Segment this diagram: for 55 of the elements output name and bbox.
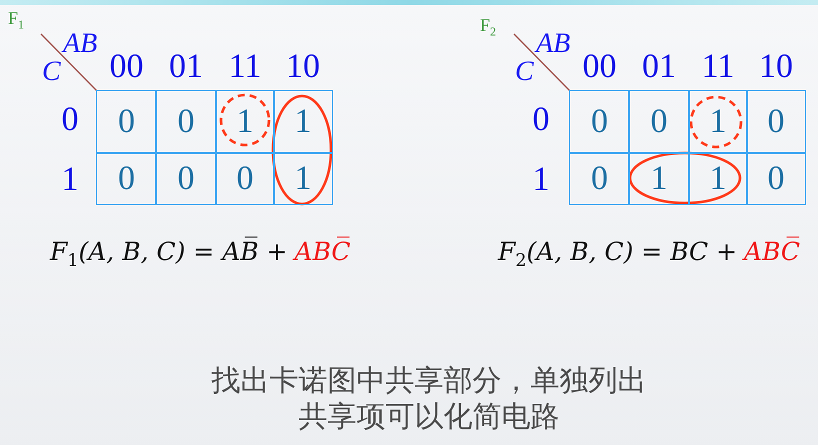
variable-label: C: [42, 58, 61, 86]
row-header: 1: [532, 163, 550, 197]
column-header: 10: [285, 50, 321, 84]
column-header: 11: [228, 50, 262, 84]
kmap-cell: [746, 152, 806, 205]
cell-value: 1: [650, 162, 668, 196]
cell-value: 0: [178, 105, 194, 139]
kmap-cell: [628, 90, 690, 154]
kmap-cell: [569, 90, 630, 154]
variable-label: AB: [63, 30, 98, 58]
row-header: 0: [60, 103, 80, 137]
variable-label: AB: [536, 30, 570, 58]
function-name: F$_{2}$: [480, 16, 496, 38]
equation: F$_{2}$(A, B, C) = BC +: [498, 236, 738, 273]
kmap-cell: [628, 152, 690, 205]
equation-term: ABC̅: [294, 236, 351, 268]
kmap-cell: [746, 90, 806, 154]
cell-value: 1: [236, 105, 254, 139]
kmap-cell: [273, 90, 333, 154]
cell-value: 0: [768, 162, 784, 196]
kmap-cell: [688, 90, 748, 154]
kmap-cell: [688, 152, 748, 205]
cell-value: 0: [118, 162, 135, 196]
function-name: F$_{1}$: [8, 9, 24, 31]
kmap-cell: [215, 90, 275, 154]
kmap-cell: [569, 152, 630, 205]
kmap-cell: [96, 90, 157, 154]
cell-value: 1: [710, 105, 726, 139]
kmap-cell: [155, 90, 217, 154]
cell-value: 0: [591, 162, 608, 196]
cell-value: 0: [650, 105, 668, 139]
cell-value: 0: [178, 162, 194, 196]
caption-text: 找出卡诺图中共享部分，单独列出共享项可以化简电路: [210, 362, 648, 434]
column-header: 01: [641, 50, 677, 84]
kmap-cell: [273, 152, 333, 205]
column-header: 00: [108, 50, 144, 84]
cell-value: 0: [591, 105, 608, 139]
row-header: 1: [60, 163, 80, 197]
cell-value: 0: [236, 162, 254, 196]
cell-value: 0: [118, 105, 135, 139]
kmap-cell: [155, 152, 217, 205]
kmap-cell: [215, 152, 275, 205]
equation: F$_{1}$(A, B, C) = AB̅ +: [50, 236, 288, 273]
cell-value: 1: [710, 162, 726, 196]
kmap-cell: [96, 152, 157, 205]
variable-label: C: [515, 58, 534, 86]
column-header: 01: [168, 50, 204, 84]
column-header: 11: [700, 50, 736, 84]
row-header: 0: [532, 103, 550, 137]
equation-term: ABC̅: [744, 236, 800, 268]
cell-value: 1: [294, 162, 312, 196]
cell-value: 0: [768, 105, 784, 139]
column-header: 00: [582, 50, 618, 84]
column-header: 10: [758, 50, 794, 84]
cell-value: 1: [294, 105, 312, 139]
